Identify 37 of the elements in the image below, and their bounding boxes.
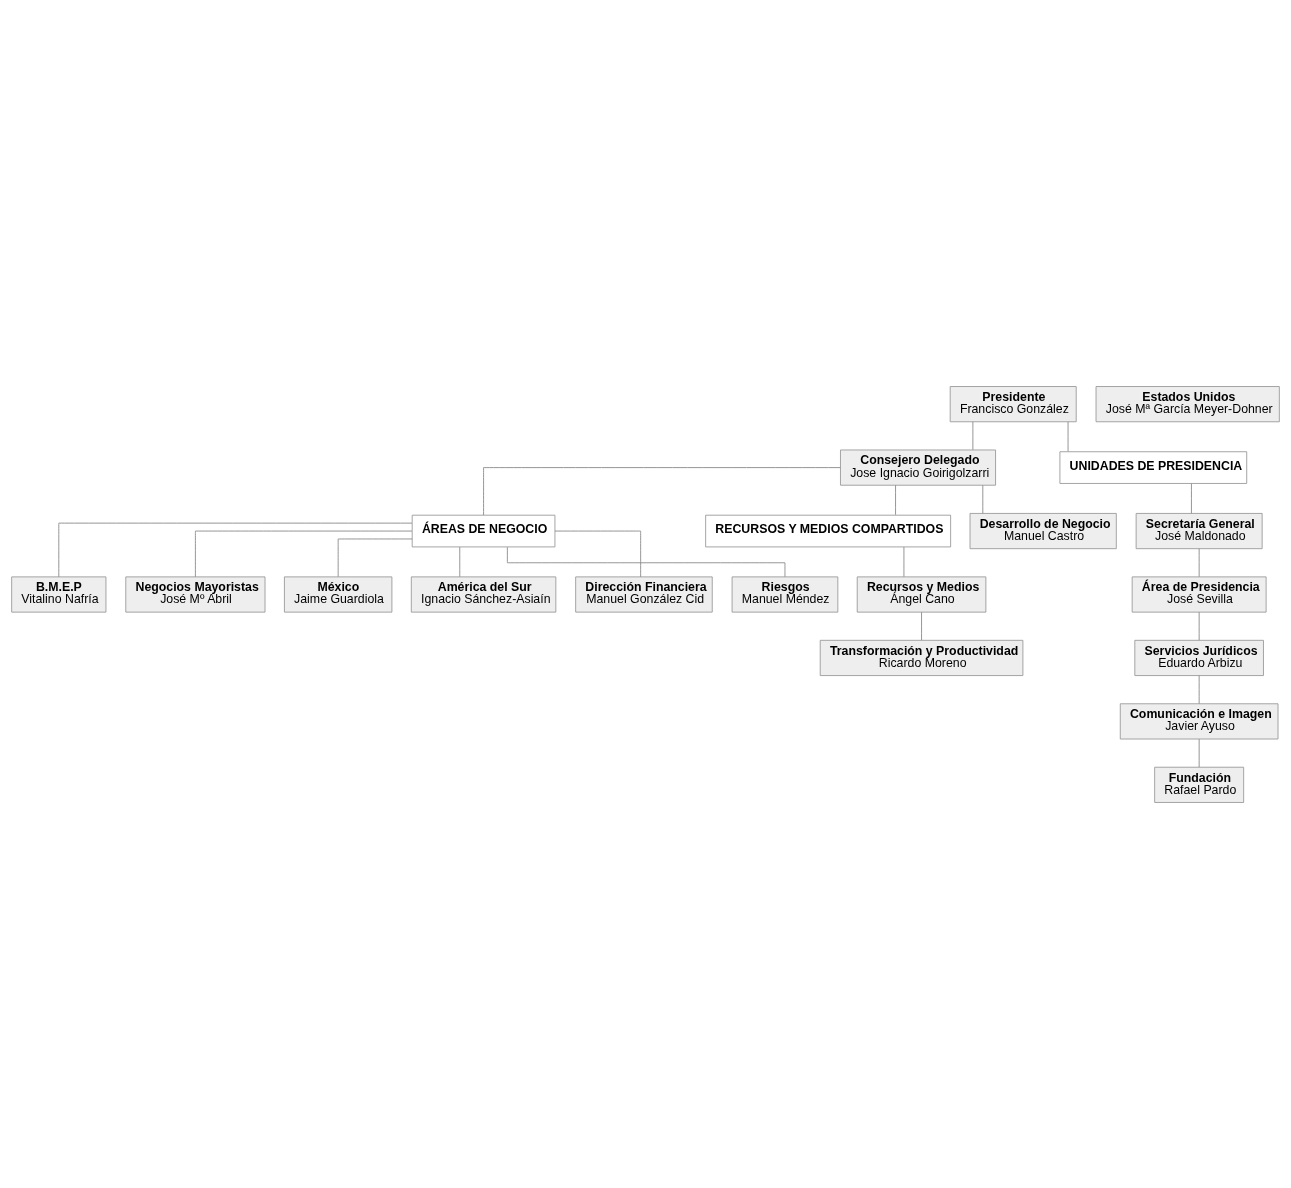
connector xyxy=(1198,611,1200,641)
connector xyxy=(982,484,984,514)
connector xyxy=(459,546,461,577)
node-box: B.M.E.P Vitalino Nafría xyxy=(11,575,107,613)
connector xyxy=(921,611,922,641)
node-box: Comunicación e Imagen Javier Ayuso xyxy=(1119,702,1279,739)
connector xyxy=(972,420,974,450)
connector xyxy=(1067,420,1069,452)
connector xyxy=(554,530,642,577)
node-box: Recursos y Medios Ángel Cano xyxy=(856,575,987,613)
node-box: Transformación y Productividad Ricardo Moreno xyxy=(819,639,1024,676)
node-box: Negocios Mayoristas José Mº Abril xyxy=(125,575,266,613)
node-box: UNIDADES DE PRESIDENCIA xyxy=(1059,450,1248,484)
node-box: América del Sur Ignacio Sánchez-Asiaín xyxy=(410,575,557,613)
node-box: Presidente Francisco González xyxy=(949,385,1077,422)
connector xyxy=(1191,482,1192,514)
node-box: Dirección Financiera Manuel González Cid xyxy=(575,575,713,613)
node-box: México Jaime Guardiola xyxy=(283,575,393,613)
connector xyxy=(1198,674,1200,704)
connector xyxy=(58,522,413,577)
node-box: ÁREAS DE NEGOCIO xyxy=(411,514,556,547)
node-box: Riesgos Manuel Méndez xyxy=(731,575,839,613)
connector xyxy=(194,530,413,577)
node-box: Estados Unidos José Mª García Meyer-Dohner xyxy=(1095,385,1280,422)
connector xyxy=(1198,738,1200,767)
connector xyxy=(903,546,905,577)
node-box: Desarrollo de Negocio Manuel Castro xyxy=(969,512,1117,549)
node-box: Fundación Rafael Pardo xyxy=(1154,766,1245,803)
connector xyxy=(1198,547,1200,577)
node-box: Consejero Delegado Jose Ignacio Goirigolzarri xyxy=(840,449,997,486)
connector xyxy=(895,484,896,515)
node-box: Servicios Jurídicos Eduardo Arbizu xyxy=(1134,639,1264,676)
node-box: Secretaría General José Maldonado xyxy=(1135,512,1263,549)
connector xyxy=(337,538,413,577)
node-box: Área de Presidencia José Sevilla xyxy=(1131,575,1267,613)
node-box: RECURSOS Y MEDIOS COMPARTIDOS xyxy=(705,514,952,547)
connector xyxy=(483,466,841,515)
